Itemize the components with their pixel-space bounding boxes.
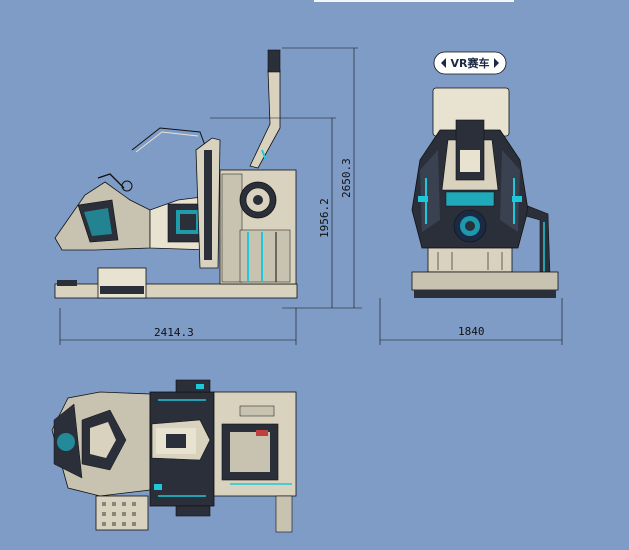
- dimension-total-height: 2650.3: [340, 158, 353, 198]
- status-bar: [0, 542, 629, 550]
- dimension-seat-height: 1956.2: [318, 198, 331, 238]
- side-view: [54, 49, 298, 299]
- dimension-length: 2414.3: [154, 326, 194, 339]
- top-view: [51, 379, 297, 533]
- dimension-lines-front: [379, 298, 563, 345]
- front-view: VR赛车: [411, 51, 559, 298]
- dimension-lines-side: [59, 47, 362, 345]
- toolbar-strip: [314, 0, 514, 2]
- vr-racing-badge: VR赛车: [451, 56, 490, 70]
- dimension-width: 1840: [458, 325, 485, 338]
